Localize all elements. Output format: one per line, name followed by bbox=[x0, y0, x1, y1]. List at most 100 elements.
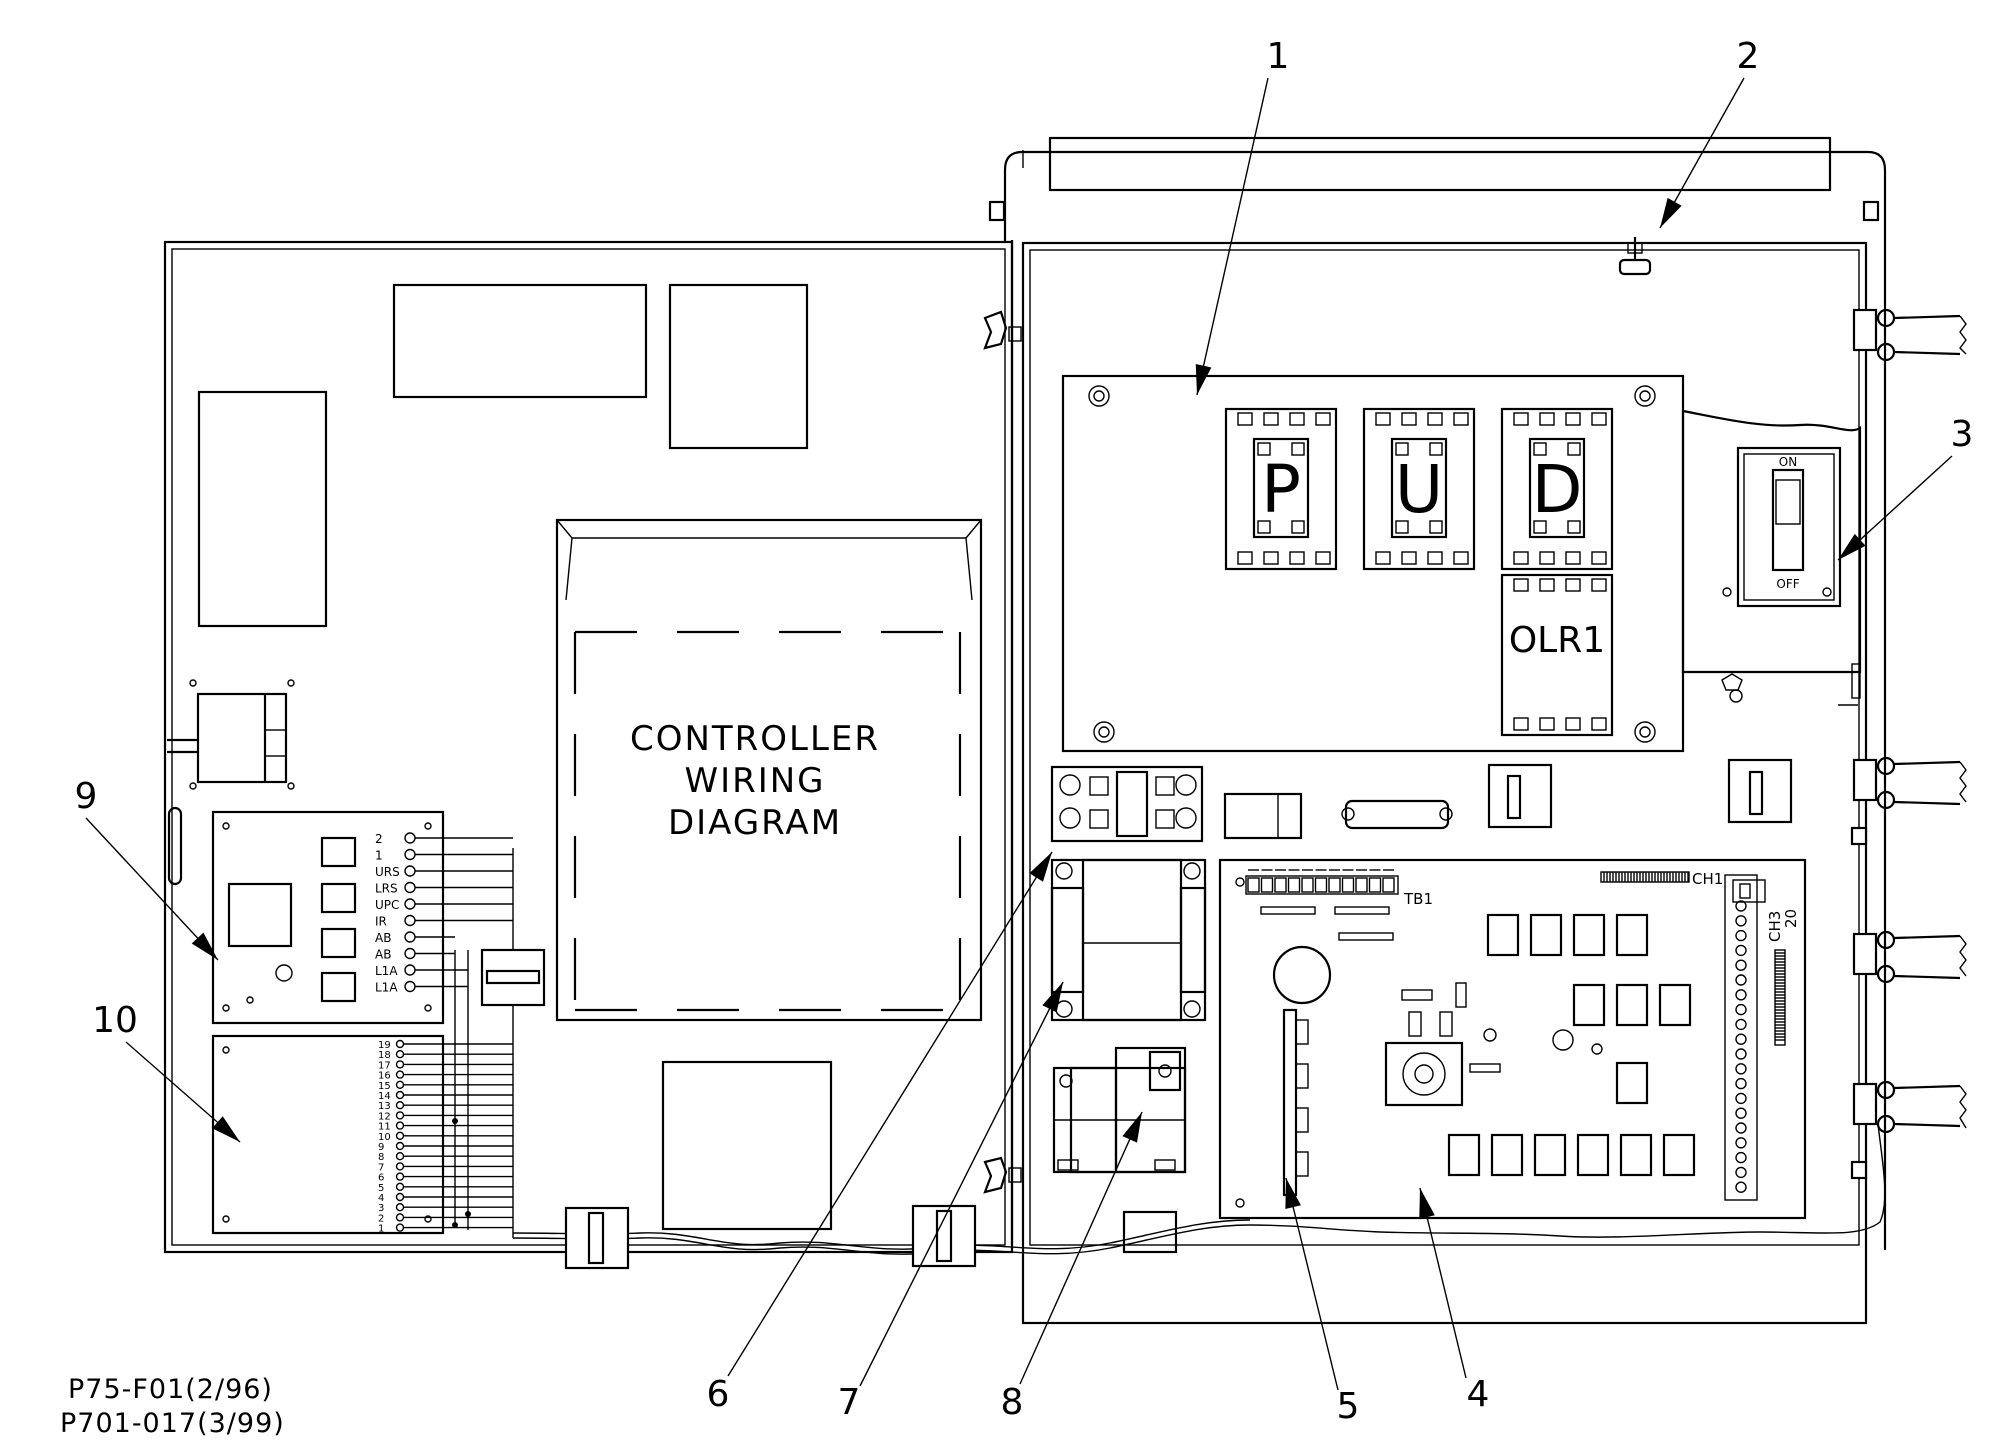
field-terminal bbox=[1735, 1048, 1747, 1060]
screw-terminal bbox=[1513, 412, 1529, 426]
wiring-diagram-label: DIAGRAM bbox=[668, 803, 842, 843]
ch3-label: CH3 bbox=[1766, 911, 1784, 942]
tb1-terminal bbox=[1287, 877, 1301, 893]
keypad-connector bbox=[1282, 1008, 1298, 1197]
arrowhead bbox=[1195, 363, 1212, 395]
buzzer bbox=[1272, 945, 1332, 1005]
screw-terminal bbox=[1315, 551, 1331, 565]
screw-terminal bbox=[1401, 412, 1417, 426]
terminal-screw bbox=[395, 1039, 405, 1049]
terminal-screw bbox=[395, 1080, 405, 1090]
board-relay bbox=[1486, 913, 1520, 957]
leader-line bbox=[727, 851, 1053, 1377]
screw-terminal bbox=[1513, 551, 1529, 565]
screw-terminal bbox=[1427, 412, 1443, 426]
arrowhead bbox=[1285, 1178, 1301, 1210]
screw-terminal bbox=[1565, 578, 1581, 592]
terminal-screw bbox=[404, 964, 416, 976]
field-terminal bbox=[1735, 1122, 1747, 1134]
terminal-screw bbox=[404, 881, 416, 894]
terminal-label: 14 bbox=[378, 1091, 391, 1102]
field-terminal bbox=[1735, 915, 1747, 927]
callout-labels: 1 2 3 4 5 6 7 8 9 10 bbox=[75, 36, 1974, 1427]
auxiliary-relay bbox=[1487, 763, 1553, 829]
screw-terminal bbox=[1263, 551, 1279, 565]
tb1-terminal bbox=[1260, 877, 1274, 893]
screw-terminal bbox=[1565, 412, 1581, 426]
screw-terminal bbox=[1591, 717, 1607, 731]
callout-6: 6 bbox=[707, 1374, 730, 1415]
ch1-label: CH1 bbox=[1692, 870, 1723, 888]
leader-line bbox=[1285, 1177, 1339, 1391]
callout-5: 5 bbox=[1337, 1386, 1360, 1427]
screw-terminal bbox=[1513, 578, 1529, 592]
terminal-block-row bbox=[1050, 765, 1204, 843]
tb1-terminal bbox=[1368, 877, 1382, 893]
enclosure-door: CONTROLLER WIRING DIAGRAM 21URSLRSUPCIRA… bbox=[163, 240, 1886, 1270]
contactor-d: D bbox=[1500, 407, 1614, 571]
terminal-label: UPC bbox=[375, 898, 399, 912]
terminal-screw bbox=[395, 1172, 405, 1181]
board-relay bbox=[1615, 1061, 1649, 1105]
screw-terminal bbox=[1591, 412, 1607, 426]
board-relay bbox=[1576, 1133, 1610, 1177]
arrowhead bbox=[191, 932, 218, 960]
terminal-screw bbox=[395, 1141, 405, 1151]
terminal-label: 8 bbox=[378, 1152, 384, 1163]
overload-relay-label: OLR1 bbox=[1509, 620, 1605, 661]
terminal-label: 2 bbox=[378, 1213, 384, 1224]
terminal-screw bbox=[395, 1131, 405, 1141]
terminal-label: 7 bbox=[378, 1162, 384, 1173]
terminal-screw bbox=[404, 865, 416, 877]
terminal-label: LRS bbox=[375, 882, 398, 896]
screw-terminal bbox=[1565, 551, 1581, 565]
fuse-block bbox=[1052, 1046, 1187, 1254]
terminal-label: 3 bbox=[378, 1203, 384, 1214]
terminal-screw bbox=[395, 1213, 405, 1222]
terminal-label: AB bbox=[375, 948, 391, 962]
field-terminal bbox=[1735, 1107, 1747, 1119]
callout-7: 7 bbox=[838, 1382, 861, 1423]
arrowhead bbox=[1838, 533, 1866, 560]
terminal-label: 11 bbox=[378, 1122, 391, 1133]
terminal-label: L1A bbox=[375, 981, 398, 995]
tb1-terminal bbox=[1355, 877, 1368, 893]
field-terminal bbox=[1735, 1077, 1747, 1090]
screw-terminal bbox=[1289, 412, 1305, 426]
board-relay bbox=[1533, 1133, 1567, 1177]
terminal-screw bbox=[395, 1049, 405, 1059]
tb1-terminal bbox=[1274, 877, 1287, 893]
tb1-terminal bbox=[1328, 877, 1341, 893]
terminal-label: 10 bbox=[378, 1132, 391, 1143]
enclosure-body bbox=[983, 136, 1967, 1325]
terminal-screw bbox=[395, 1070, 405, 1079]
tb1-terminal bbox=[1341, 877, 1355, 893]
terminal-screw bbox=[395, 1111, 405, 1120]
control-transformer bbox=[1050, 858, 1207, 1022]
field-terminal bbox=[1735, 974, 1747, 986]
terminal-label: 12 bbox=[378, 1111, 391, 1122]
leader-line bbox=[1019, 1111, 1143, 1385]
terminal-screw bbox=[404, 898, 416, 910]
terminal-label: 18 bbox=[378, 1050, 391, 1061]
field-terminal bbox=[1735, 1137, 1747, 1149]
field-terminal bbox=[1735, 1063, 1747, 1075]
board-relay bbox=[1572, 983, 1606, 1027]
connector-strip bbox=[1341, 799, 1453, 830]
board-relay bbox=[1615, 983, 1649, 1027]
door-label-plate bbox=[392, 283, 648, 399]
screw-terminal bbox=[1453, 551, 1469, 565]
screw-terminal bbox=[1237, 412, 1253, 426]
wiring-diagram-label: WIRING bbox=[684, 761, 825, 801]
ch1-header bbox=[1600, 871, 1690, 883]
ch3-header bbox=[1774, 949, 1786, 1046]
terminal-screw bbox=[395, 1223, 405, 1232]
arrowhead bbox=[1419, 1188, 1435, 1220]
contactor-p: P bbox=[1224, 407, 1338, 571]
wiring-diagram-label: CONTROLLER bbox=[630, 719, 880, 759]
terminal-label: 9 bbox=[378, 1142, 384, 1153]
terminal-label: 15 bbox=[378, 1081, 391, 1092]
